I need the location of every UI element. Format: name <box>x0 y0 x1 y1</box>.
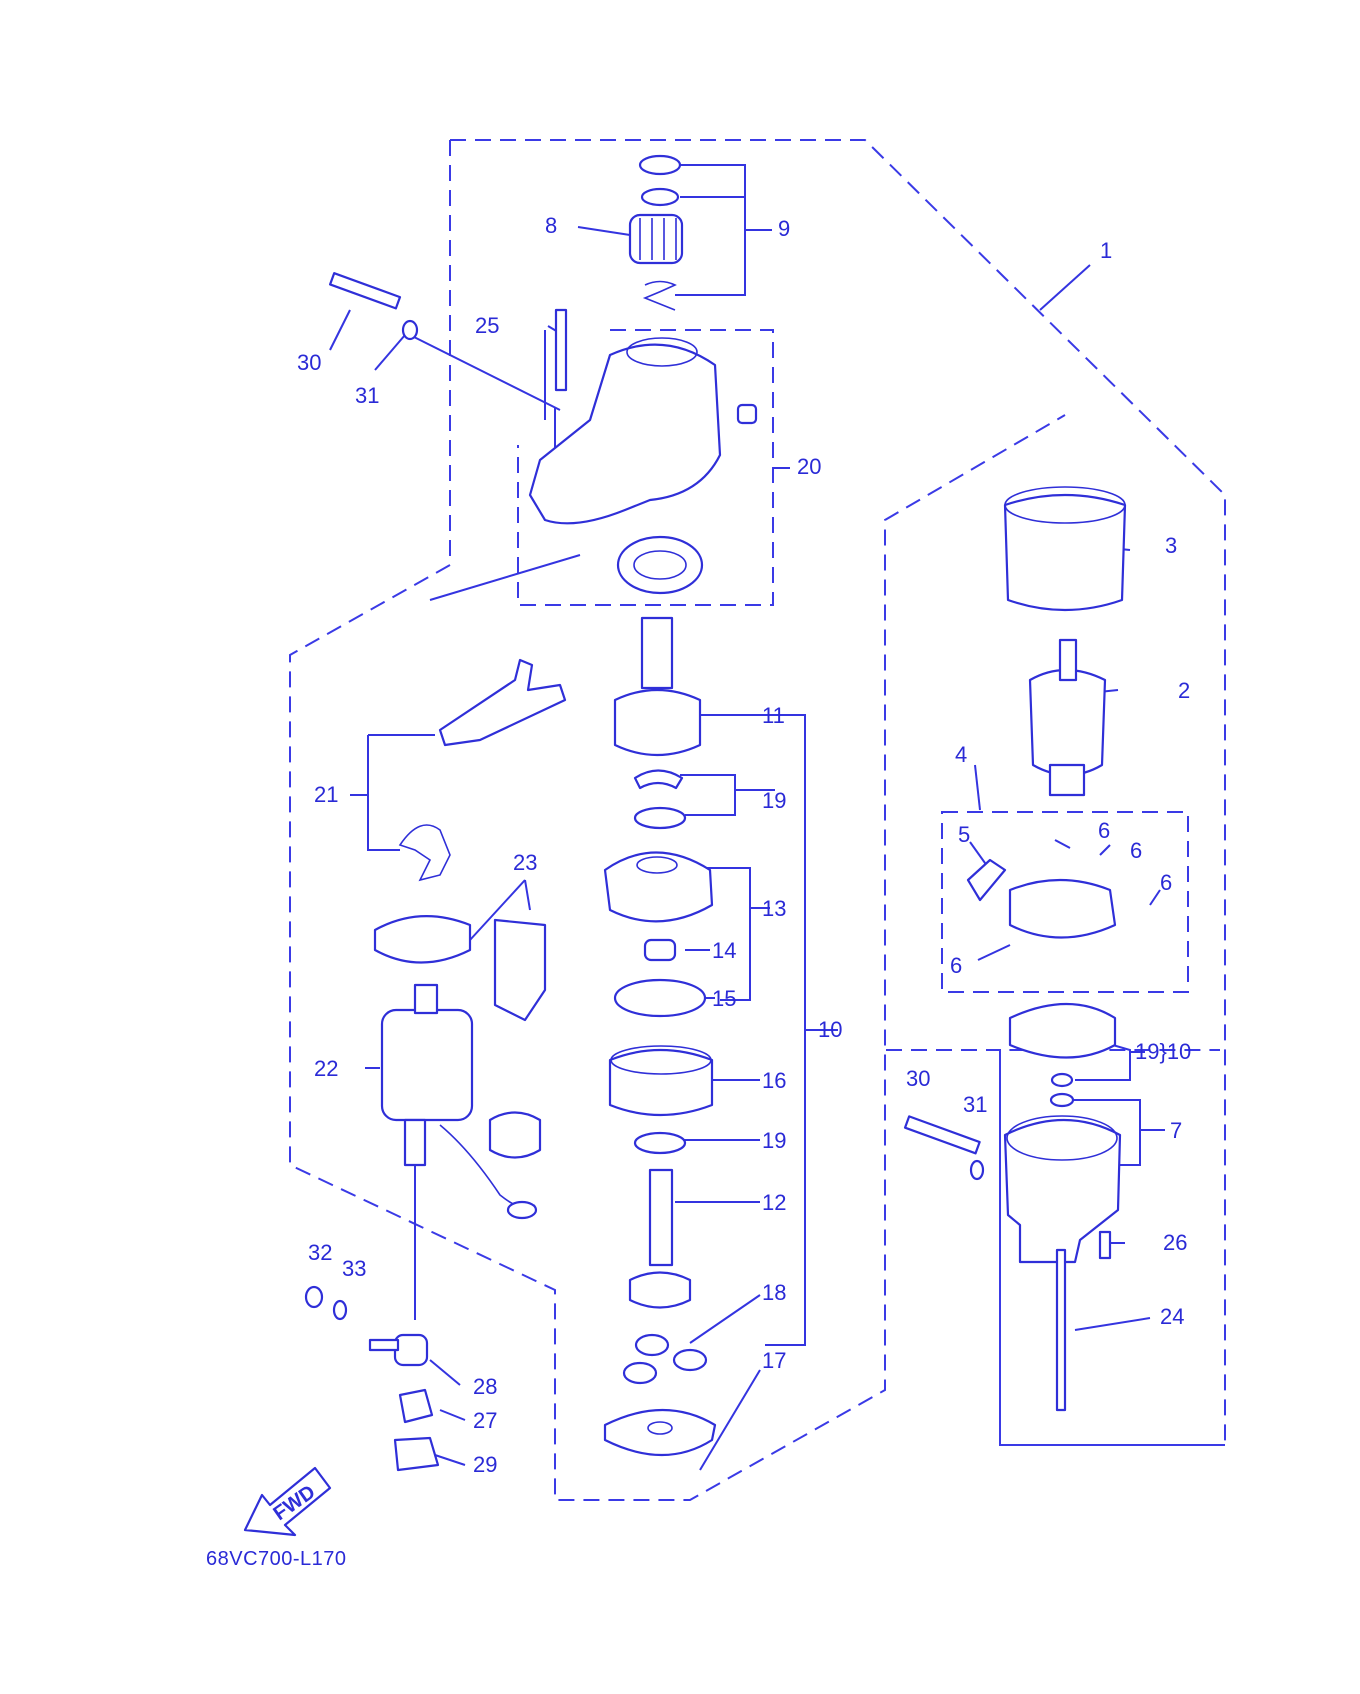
armature-part <box>1028 668 1107 776</box>
callout-25: 25 <box>475 313 500 338</box>
callout-29: 29 <box>473 1452 498 1477</box>
bolt-30-part <box>328 272 402 310</box>
callout-23: 23 <box>513 850 538 875</box>
e-ring-part <box>633 769 684 790</box>
spring-part <box>642 280 677 311</box>
leader-lines <box>329 164 1165 1471</box>
callout-15: 15 <box>712 986 737 1011</box>
assembly-4-boundary <box>941 811 1189 993</box>
planet-gear-a-part <box>634 1333 670 1357</box>
lever-spring-part <box>398 824 451 882</box>
terminal-28-part <box>393 1333 429 1367</box>
callout-31: 31 <box>355 383 380 408</box>
callout-33: 33 <box>342 1256 367 1281</box>
stopper-ring-part <box>640 187 680 207</box>
planet-gear-b-part <box>672 1348 708 1372</box>
callout-26: 26 <box>1163 1230 1188 1255</box>
washer-19a-part <box>633 806 687 830</box>
callout-28: 28 <box>473 1374 498 1399</box>
callout-22: 22 <box>314 1056 339 1081</box>
yoke-part <box>1003 493 1127 612</box>
brush-5-part <box>966 858 1007 902</box>
callout-7: 7 <box>1170 1118 1183 1143</box>
callout-19: 19 <box>762 788 787 813</box>
washer-33-part <box>332 1299 348 1321</box>
washer-31-part <box>401 319 419 341</box>
washer-19b-part <box>633 1131 687 1155</box>
shift-lever-part <box>438 658 567 747</box>
bushing-14-part <box>643 938 677 962</box>
seal-15-part <box>613 978 707 1018</box>
snap-ring-part <box>638 154 682 176</box>
planet-carrier-part <box>628 1271 692 1309</box>
bolt-30b-part <box>903 1115 981 1155</box>
callout-17: 17 <box>762 1348 787 1373</box>
callout-18: 18 <box>762 1280 787 1305</box>
gear-housing-part <box>603 851 714 923</box>
callout-20: 20 <box>797 454 822 479</box>
assembly-left-boundary <box>289 140 1066 1501</box>
plate-17-part <box>603 1409 717 1456</box>
solenoid-part <box>380 1008 474 1122</box>
callout-19-10: 19}10 <box>1135 1039 1192 1064</box>
callout-27: 27 <box>473 1408 498 1433</box>
callout-16: 16 <box>762 1068 787 1093</box>
plate-part <box>1008 1003 1117 1059</box>
callout-5: 5 <box>958 822 971 847</box>
callout-13: 13 <box>762 896 787 921</box>
planet-shaft-part <box>648 1168 674 1267</box>
assembly-20-boundary <box>517 329 774 606</box>
nut-27-part <box>398 1388 434 1424</box>
callout-9: 9 <box>778 216 791 241</box>
callout-2: 2 <box>1178 678 1191 703</box>
diagram-code: 68VC700-L170 <box>206 1548 347 1570</box>
callout-30: 30 <box>297 350 322 375</box>
internal-gear-part <box>608 1048 714 1117</box>
cap-part <box>488 1111 542 1159</box>
callout-14: 14 <box>712 938 737 963</box>
bearing-part <box>616 535 704 595</box>
callout-6: 6 <box>1098 818 1111 843</box>
fwd-arrow-icon: FWD <box>243 1466 332 1537</box>
plate-23-part <box>373 915 472 964</box>
callout-3: 3 <box>1165 533 1178 558</box>
assembly-right-boundary <box>886 1049 1225 1446</box>
bolt-25-part <box>554 308 568 392</box>
callout-6: 6 <box>1160 870 1173 895</box>
callout-30: 30 <box>906 1066 931 1091</box>
callout-24: 24 <box>1160 1304 1185 1329</box>
callout-6: 6 <box>950 953 963 978</box>
clutch-shaft-part <box>640 616 674 690</box>
callout-8: 8 <box>545 213 558 238</box>
callout-11: 11 <box>762 703 785 728</box>
pinion-gear-part <box>628 213 684 265</box>
brush-holder-part <box>1008 878 1117 939</box>
nut-32-part <box>304 1285 324 1309</box>
callout-32: 32 <box>308 1240 333 1265</box>
boot-part <box>493 918 547 1022</box>
callout-21: 21 <box>314 782 339 807</box>
callout-6: 6 <box>1130 838 1143 863</box>
cap-29-part <box>393 1436 440 1472</box>
front-housing-part <box>528 343 722 525</box>
callout-1: 1 <box>1100 238 1113 263</box>
through-bolt-part <box>1055 1248 1067 1412</box>
clutch-part <box>613 688 702 757</box>
washer-31b-part <box>969 1159 985 1181</box>
bolt-26-part <box>1098 1230 1112 1260</box>
callout-10: 10 <box>818 1017 843 1042</box>
callout-4: 4 <box>955 742 968 767</box>
callout-12: 12 <box>762 1190 787 1215</box>
planet-gear-c-part <box>622 1361 658 1385</box>
callout-31: 31 <box>963 1092 988 1117</box>
callout-19: 19 <box>762 1128 787 1153</box>
rear-cover-part <box>1003 1118 1122 1264</box>
